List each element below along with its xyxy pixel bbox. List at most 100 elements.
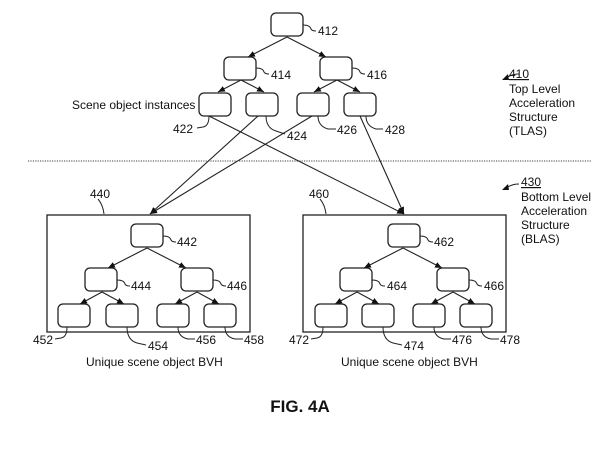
blas-node-454 bbox=[105, 303, 139, 328]
edge-412-416 bbox=[286, 36, 327, 58]
blas-frame-440 bbox=[46, 214, 251, 333]
edge-466-476 bbox=[430, 291, 454, 305]
blas-desc-line-2: Acceleration bbox=[521, 204, 587, 218]
ref-460: 460 bbox=[309, 187, 329, 201]
edge-412-414 bbox=[247, 36, 288, 58]
blas-node-472 bbox=[314, 303, 348, 328]
edge-442-444 bbox=[107, 247, 148, 269]
blas-node-452 bbox=[57, 303, 91, 328]
leader-416 bbox=[351, 67, 366, 75]
ref-454: 454 bbox=[148, 339, 168, 353]
edge-466-478 bbox=[452, 291, 476, 305]
tlas-description: 410 Top Level Acceleration Structure (TL… bbox=[502, 67, 575, 138]
blas-node-444 bbox=[84, 267, 118, 292]
edge-414-422 bbox=[217, 79, 242, 93]
blas-node-464 bbox=[339, 267, 373, 292]
leader-446 bbox=[212, 279, 227, 287]
ref-446: 446 bbox=[227, 279, 247, 293]
edge-462-466 bbox=[402, 247, 443, 269]
leader-426 bbox=[317, 115, 336, 130]
blas-box-440: 440 442 444 446 452 454 456 458 Unique s… bbox=[33, 187, 264, 369]
ref-416: 416 bbox=[367, 68, 387, 82]
edge-442-446 bbox=[146, 247, 187, 269]
tlas-desc-line-4: (TLAS) bbox=[509, 124, 547, 138]
tlas-node-422 bbox=[198, 92, 232, 117]
leader-412 bbox=[302, 24, 317, 32]
link-424-to-440 bbox=[149, 115, 259, 215]
edge-414-424 bbox=[240, 79, 265, 93]
leader-458 bbox=[224, 326, 243, 340]
blas-node-442 bbox=[130, 223, 164, 248]
blas-description: 430 Bottom Level Acceleration Structure … bbox=[502, 175, 591, 246]
figure-label: FIG. 4A bbox=[270, 397, 330, 416]
ref-478: 478 bbox=[500, 333, 520, 347]
tlas-node-416 bbox=[319, 56, 353, 81]
link-422-to-460 bbox=[208, 115, 405, 215]
tlas-node-424 bbox=[245, 92, 279, 117]
blas-node-462 bbox=[387, 223, 421, 248]
leader-414 bbox=[255, 67, 270, 75]
blas-node-474 bbox=[361, 303, 395, 328]
edge-446-456 bbox=[174, 291, 198, 305]
tlas-desc-line-2: Acceleration bbox=[509, 96, 575, 110]
ref-422: 422 bbox=[173, 122, 193, 136]
leader-472 bbox=[310, 326, 324, 340]
ref-466: 466 bbox=[484, 279, 504, 293]
blas-node-458 bbox=[203, 303, 237, 328]
leader-456 bbox=[177, 326, 195, 340]
blas-caption-440: Unique scene object BVH bbox=[86, 355, 223, 369]
blas-node-478 bbox=[459, 303, 493, 328]
blas-desc-line-3: Structure bbox=[521, 218, 570, 232]
instance-links bbox=[149, 115, 405, 215]
ref-476: 476 bbox=[452, 333, 472, 347]
ref-462: 462 bbox=[434, 235, 454, 249]
edge-464-472 bbox=[334, 291, 358, 305]
blas-node-476 bbox=[412, 303, 446, 328]
tlas-tree: 412 414 416 422 424 426 428 Scene object… bbox=[72, 12, 405, 143]
ref-428: 428 bbox=[385, 123, 405, 137]
ref-474: 474 bbox=[404, 339, 424, 353]
leader-460 bbox=[319, 198, 327, 215]
ref-440: 440 bbox=[90, 187, 110, 201]
edge-416-426 bbox=[313, 79, 338, 93]
link-426-to-440 bbox=[149, 115, 313, 215]
leader-442 bbox=[162, 235, 177, 243]
ref-456: 456 bbox=[196, 333, 216, 347]
edge-444-454 bbox=[101, 291, 125, 305]
ref-452: 452 bbox=[33, 333, 53, 347]
blas-desc-line-4: (BLAS) bbox=[521, 232, 560, 246]
ref-444: 444 bbox=[131, 279, 151, 293]
edge-464-474 bbox=[356, 291, 380, 305]
leader-476 bbox=[433, 326, 451, 340]
leader-424 bbox=[265, 115, 286, 135]
ref-442: 442 bbox=[177, 235, 197, 249]
edge-416-428 bbox=[336, 79, 361, 93]
tlas-node-414 bbox=[223, 56, 257, 81]
ref-464: 464 bbox=[387, 279, 407, 293]
ref-472: 472 bbox=[289, 333, 309, 347]
leader-466 bbox=[468, 279, 483, 287]
tlas-node-412 bbox=[270, 12, 304, 37]
tlas-desc-line-3: Structure bbox=[509, 110, 558, 124]
blas-node-456 bbox=[156, 303, 190, 328]
blas-node-446 bbox=[180, 267, 214, 292]
tlas-desc-line-1: Top Level bbox=[509, 82, 560, 96]
ref-410: 410 bbox=[509, 67, 529, 81]
ref-424: 424 bbox=[287, 129, 307, 143]
leader-478 bbox=[480, 326, 499, 340]
edge-444-452 bbox=[79, 291, 103, 305]
blas-node-466 bbox=[436, 267, 470, 292]
leader-422 bbox=[196, 115, 210, 129]
leader-454 bbox=[126, 326, 147, 346]
leader-452 bbox=[54, 326, 68, 340]
edge-462-464 bbox=[363, 247, 404, 269]
leader-444 bbox=[116, 279, 131, 287]
leader-464 bbox=[371, 279, 386, 287]
ref-414: 414 bbox=[271, 68, 291, 82]
tlas-node-426 bbox=[296, 92, 330, 117]
blas-desc-line-1: Bottom Level bbox=[521, 190, 591, 204]
link-428-to-460 bbox=[359, 115, 405, 215]
tlas-node-428 bbox=[343, 92, 377, 117]
ref-412: 412 bbox=[318, 24, 338, 38]
